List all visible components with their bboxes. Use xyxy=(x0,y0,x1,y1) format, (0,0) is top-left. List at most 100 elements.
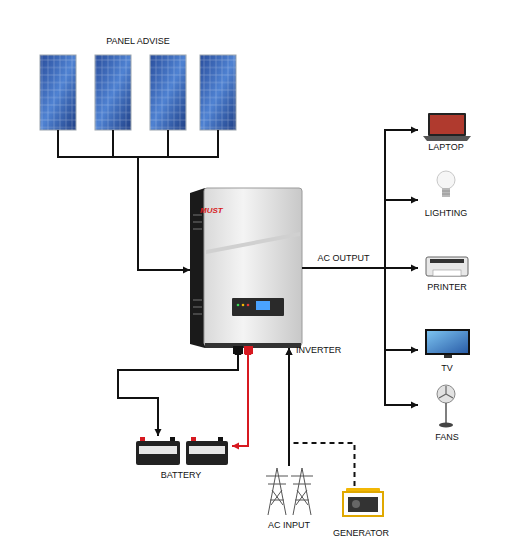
wire-connector xyxy=(118,348,242,436)
arrowhead xyxy=(235,348,242,355)
panel-cells xyxy=(95,55,131,130)
arrowhead xyxy=(411,127,418,134)
item-label: TV xyxy=(441,363,453,373)
panel-cells xyxy=(150,55,186,130)
inverter-trim xyxy=(206,232,300,254)
battery-bank: BATTERY xyxy=(130,436,232,480)
tower xyxy=(266,468,288,515)
generator-engine xyxy=(348,497,378,512)
wire-connector xyxy=(286,348,355,486)
connector-label: AC OUTPUT xyxy=(315,253,371,263)
arrowhead xyxy=(411,197,418,204)
status-led xyxy=(237,304,240,307)
wire-line xyxy=(138,157,190,270)
solar-array: PANEL ADVISE xyxy=(38,34,238,157)
fan-blades xyxy=(439,386,453,398)
item-label: FANS xyxy=(435,432,459,442)
wire-line xyxy=(289,348,355,486)
negative-terminal xyxy=(233,346,243,354)
wire-line xyxy=(302,268,418,405)
laptop-icon xyxy=(423,113,471,141)
battery-label-band xyxy=(189,446,225,454)
arrowhead xyxy=(155,429,162,436)
item-label: PRINTER xyxy=(427,282,467,292)
item-label: LIGHTING xyxy=(425,208,468,218)
item-label: AC INPUT xyxy=(268,520,310,530)
solar-panel xyxy=(40,55,76,130)
laptop-load: LAPTOP xyxy=(418,108,474,152)
wire-connector xyxy=(302,268,418,409)
battery-terminal xyxy=(218,437,223,441)
printer-paper xyxy=(433,270,461,276)
battery-label-band xyxy=(139,446,177,454)
arrowhead xyxy=(411,402,418,409)
battery-icons xyxy=(136,437,228,465)
wire-connector xyxy=(232,348,252,450)
item-label: LAPTOP xyxy=(428,142,463,152)
printer-slot xyxy=(430,259,464,263)
bulb-icon xyxy=(437,171,455,197)
inverter: MUSTINVERTER xyxy=(190,188,302,348)
solar-panel xyxy=(150,55,186,130)
tv-icon xyxy=(425,329,470,358)
tv-frame xyxy=(425,329,470,355)
wire-connector xyxy=(302,268,418,354)
grid-input: AC INPUT xyxy=(258,466,320,530)
solar-panels xyxy=(40,55,236,130)
brand-logo: MUST xyxy=(200,206,312,216)
inverter-vents xyxy=(193,215,202,314)
wire-connector xyxy=(138,157,190,274)
wire-connector xyxy=(302,127,418,269)
panel-wiring xyxy=(57,130,219,157)
wire-line xyxy=(302,268,418,350)
arrowhead xyxy=(232,443,239,450)
fan-head xyxy=(437,385,455,403)
arrowhead xyxy=(286,348,293,355)
array-heading: PANEL ADVISE xyxy=(106,36,170,46)
solar-panel xyxy=(200,55,236,130)
solar-panel xyxy=(95,55,131,130)
battery-terminal xyxy=(140,437,145,441)
panel-wire xyxy=(57,130,219,157)
arrowhead xyxy=(245,348,252,355)
fan-base xyxy=(439,423,453,428)
connector-label-holder: AC OUTPUT xyxy=(315,253,371,263)
arrowhead xyxy=(411,347,418,354)
printer-icon xyxy=(426,257,468,276)
generator-icon xyxy=(343,488,383,516)
laptop-wallpaper xyxy=(430,115,464,134)
tv-screen xyxy=(427,331,468,353)
item-label: GENERATOR xyxy=(333,528,389,538)
generator-pulley xyxy=(352,500,360,508)
fan-icon xyxy=(437,385,455,428)
inverter-display-panel xyxy=(232,298,284,316)
fan-load: FANS xyxy=(418,382,476,442)
tv-load: TV xyxy=(418,326,476,373)
lighting-load: LIGHTING xyxy=(418,166,474,218)
battery-body xyxy=(186,441,228,465)
wire-line xyxy=(118,348,238,436)
tv-stand xyxy=(444,355,452,358)
panel-cells xyxy=(40,55,76,130)
bulb-glass xyxy=(437,171,455,189)
item-label: BATTERY xyxy=(161,470,202,480)
generator: GENERATOR xyxy=(331,486,392,538)
printer-load: PRINTER xyxy=(418,252,476,292)
arrowhead xyxy=(183,267,190,274)
status-led xyxy=(247,304,250,307)
printer-body xyxy=(426,257,468,276)
battery-terminal xyxy=(170,437,175,441)
bulb-base xyxy=(442,188,450,197)
laptop-base xyxy=(423,136,471,141)
laptop-screen xyxy=(428,113,466,136)
generator-frame xyxy=(343,492,383,516)
fan-pole xyxy=(445,403,447,423)
arrowhead xyxy=(411,265,418,272)
wire-line xyxy=(302,200,418,268)
tower xyxy=(291,468,313,515)
battery-body xyxy=(136,441,180,465)
transmission-towers xyxy=(266,468,313,515)
